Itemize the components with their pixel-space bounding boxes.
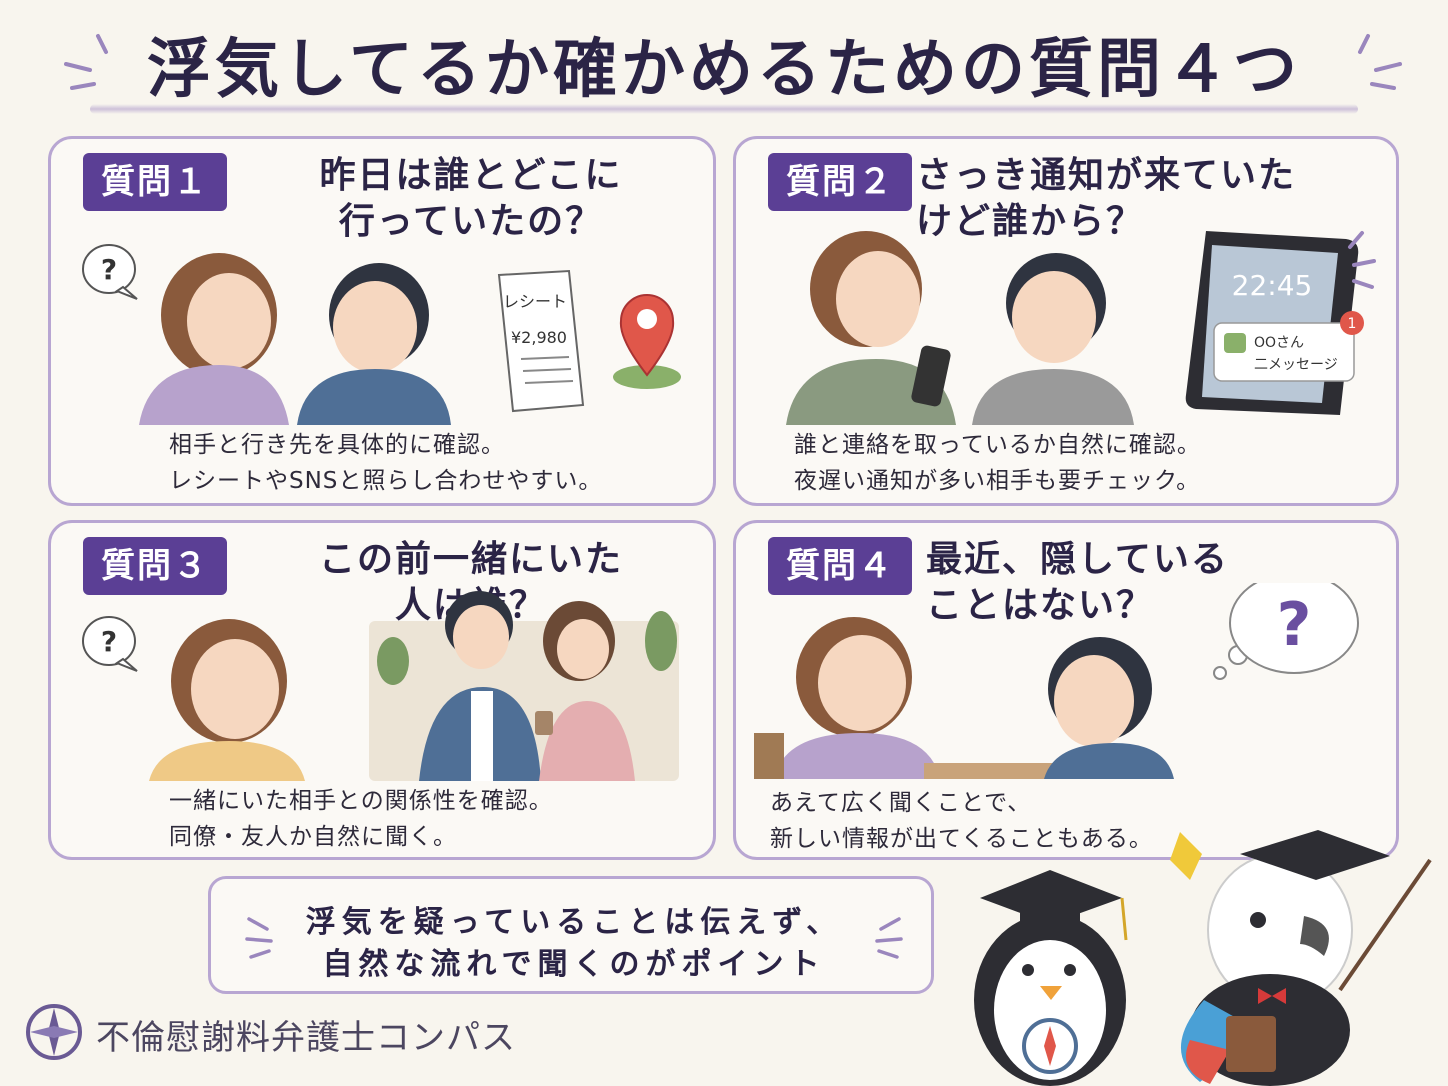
svg-text:22:45: 22:45 [1232,269,1313,302]
tip-line: 自然な流れで聞くのがポイント [322,947,826,982]
title-area: 浮気してるか確かめるための質問４つ [0,22,1448,122]
parrot-mascot-icon [1170,830,1432,1086]
desc-line: 誰と連絡を取っているか自然に確認。 [794,432,1201,458]
question-text: さっき通知が来ていた けど誰から？ [916,153,1356,245]
svg-text:¥2,980: ¥2,980 [511,328,567,347]
question-bubble-icon: ? [82,616,138,672]
svg-text:?: ? [101,625,117,658]
smartphone-icon: 22:45 OOさん 二メッセージ 1 [1185,231,1364,415]
svg-text:二メッセージ: 二メッセージ [1254,357,1338,373]
sparkle-icon [1348,231,1376,289]
desc-line: あえて広く聞くことで、 [770,790,1032,816]
question-text: 最近、隠している ことはない？ [926,537,1366,629]
question-badge: 質問２ [768,153,912,211]
thought-bubble-icon: ? [1213,583,1359,680]
question-badge: 質問４ [768,537,912,595]
title-underline [90,104,1358,114]
question-card-1: 質問１ 昨日は誰とどこに 行っていたの？ ? レシート ¥2,980 [48,136,716,506]
desc-line: 一緒にいた相手との関係性を確認。 [169,788,553,814]
svg-text:?: ? [101,253,117,286]
brand-name: 不倫慰謝料弁護士コンパス [96,1018,516,1058]
question-bubble-icon: ? [82,244,138,300]
desc-line: 夜遅い通知が多い相手も要チェック。 [794,468,1201,494]
question-line: さっき通知が来ていた [916,155,1297,196]
card-description: あえて広く聞くことで、 新しい情報が出てくることもある。 [770,785,1153,857]
question-card-4: 質問４ 最近、隠している ことはない？ ? あえて広く聞くことで、 新しい情報が… [733,520,1399,860]
sparkle-icon [245,917,273,959]
question-line: 昨日は誰とどこに [319,155,623,196]
desc-line: 新しい情報が出てくることもある。 [770,826,1153,852]
question-line: ことはない？ [926,585,1155,626]
desc-line: 相手と行き先を具体的に確認。 [169,432,505,458]
smartphone-icon [911,345,951,407]
sparkle-icon [1358,34,1402,90]
svg-text:レシート: レシート [503,292,567,311]
illustration-thinking-and-cafe: ? [82,591,679,781]
tip-line: 浮気を疑っていることは伝えず、 [305,905,843,940]
map-pin-icon [613,294,681,389]
question-text: この前一緒にいた 人は誰？ [251,537,691,629]
question-text: 昨日は誰とどこに 行っていたの？ [251,153,691,245]
brand-logo: 不倫慰謝料弁護士コンパス [24,998,624,1068]
question-line: この前一緒にいた [318,539,623,580]
tip-box: 浮気を疑っていることは伝えず、 自然な流れで聞くのがポイント [208,876,934,994]
mascots [974,830,1432,1086]
desc-line: 同僚・友人か自然に聞く。 [169,824,457,850]
card-description: 誰と連絡を取っているか自然に確認。 夜遅い通知が多い相手も要チェック。 [794,427,1201,499]
penguin-mascot-icon [974,914,1126,1086]
receipt-icon: レシート ¥2,980 [497,269,585,413]
question-badge: 質問３ [83,537,227,595]
question-line: 行っていたの？ [338,201,604,242]
card-description: 一緒にいた相手との関係性を確認。 同僚・友人か自然に聞く。 [169,783,553,855]
svg-text:?: ? [1277,590,1312,660]
question-badge: 質問１ [83,153,227,211]
svg-text:OOさん: OOさん [1254,335,1304,351]
graduation-cap-icon [980,870,1128,941]
question-line: 最近、隠している [926,539,1229,580]
card-description: 相手と行き先を具体的に確認。 レシートやSNSと照らし合わせやすい。 [169,427,602,499]
illustration-phone-notification: 22:45 OOさん 二メッセージ 1 [786,231,1376,425]
message-icon: OOさん 二メッセージ [1213,322,1355,382]
question-line: けど誰から？ [916,201,1145,242]
desc-line: レシートやSNSと照らし合わせやすい。 [169,468,603,494]
compass-logo-icon [26,1004,82,1060]
sparkle-icon [64,34,108,90]
question-card-2: 質問２ さっき通知が来ていた けど誰から？ 22:45 OOさん 二メッセージ [733,136,1399,506]
illustration-couple-table: ? [754,583,1359,779]
illustration-couple-talking: ? レシート ¥2,980 [82,244,681,425]
question-card-3: 質問３ この前一緒にいた 人は誰？ ? 一緒にいた相手との関係性を確認。 同僚・… [48,520,716,860]
page-title: 浮気してるか確かめるための質問４つ [146,33,1302,107]
sparkle-icon [875,917,903,959]
plant-icon [377,611,677,685]
svg-text:1: 1 [1348,316,1357,332]
